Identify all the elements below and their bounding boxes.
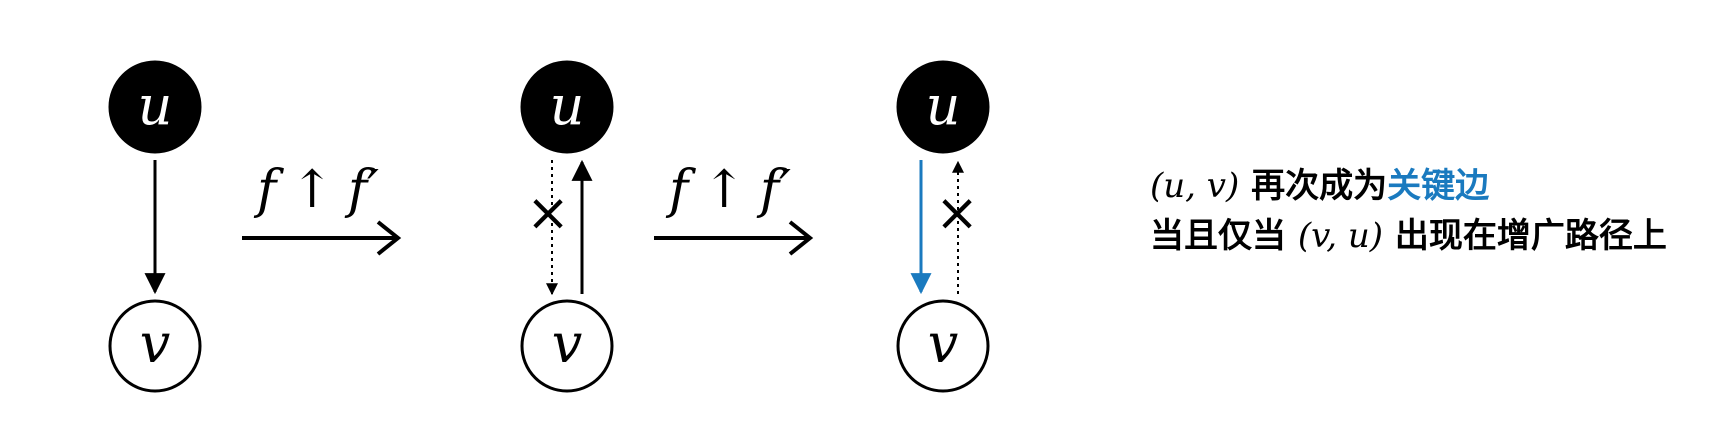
node-u-label: u xyxy=(550,74,585,137)
node-v-label: v xyxy=(140,312,171,375)
operation-1: f↑f′ xyxy=(242,160,402,256)
node-u-stage-2: u xyxy=(520,60,614,154)
caption-line-2: 当且仅当 (v, u) 出现在增广路径上 xyxy=(1150,216,1667,256)
node-u-label: u xyxy=(926,74,961,137)
cross-mark-stage-2: × xyxy=(526,183,570,243)
node-u-stage-1: u xyxy=(108,60,202,154)
stage-1: u v xyxy=(108,60,202,393)
highlight-critical-edge: 关键边 xyxy=(1387,166,1489,206)
stage-3: u × v xyxy=(896,60,990,393)
caption: (u, v) 再次成为关键边 当且仅当 (v, u) 出现在增广路径上 xyxy=(1150,166,1667,256)
cross-mark-stage-3: × xyxy=(935,183,979,243)
node-v-stage-3: v xyxy=(896,299,990,393)
node-v-stage-2: v xyxy=(520,299,614,393)
operation-label-1: f↑f′ xyxy=(253,160,379,220)
stage-2: u × v xyxy=(520,60,614,393)
caption-line-1: (u, v) 再次成为关键边 xyxy=(1150,166,1489,206)
node-v-label: v xyxy=(928,312,959,375)
node-u-label: u xyxy=(138,74,173,137)
node-v-label: v xyxy=(552,312,583,375)
node-u-stage-3: u xyxy=(896,60,990,154)
operation-2: f↑f′ xyxy=(654,160,814,256)
node-v-stage-1: v xyxy=(108,299,202,393)
operation-label-2: f↑f′ xyxy=(665,160,791,220)
